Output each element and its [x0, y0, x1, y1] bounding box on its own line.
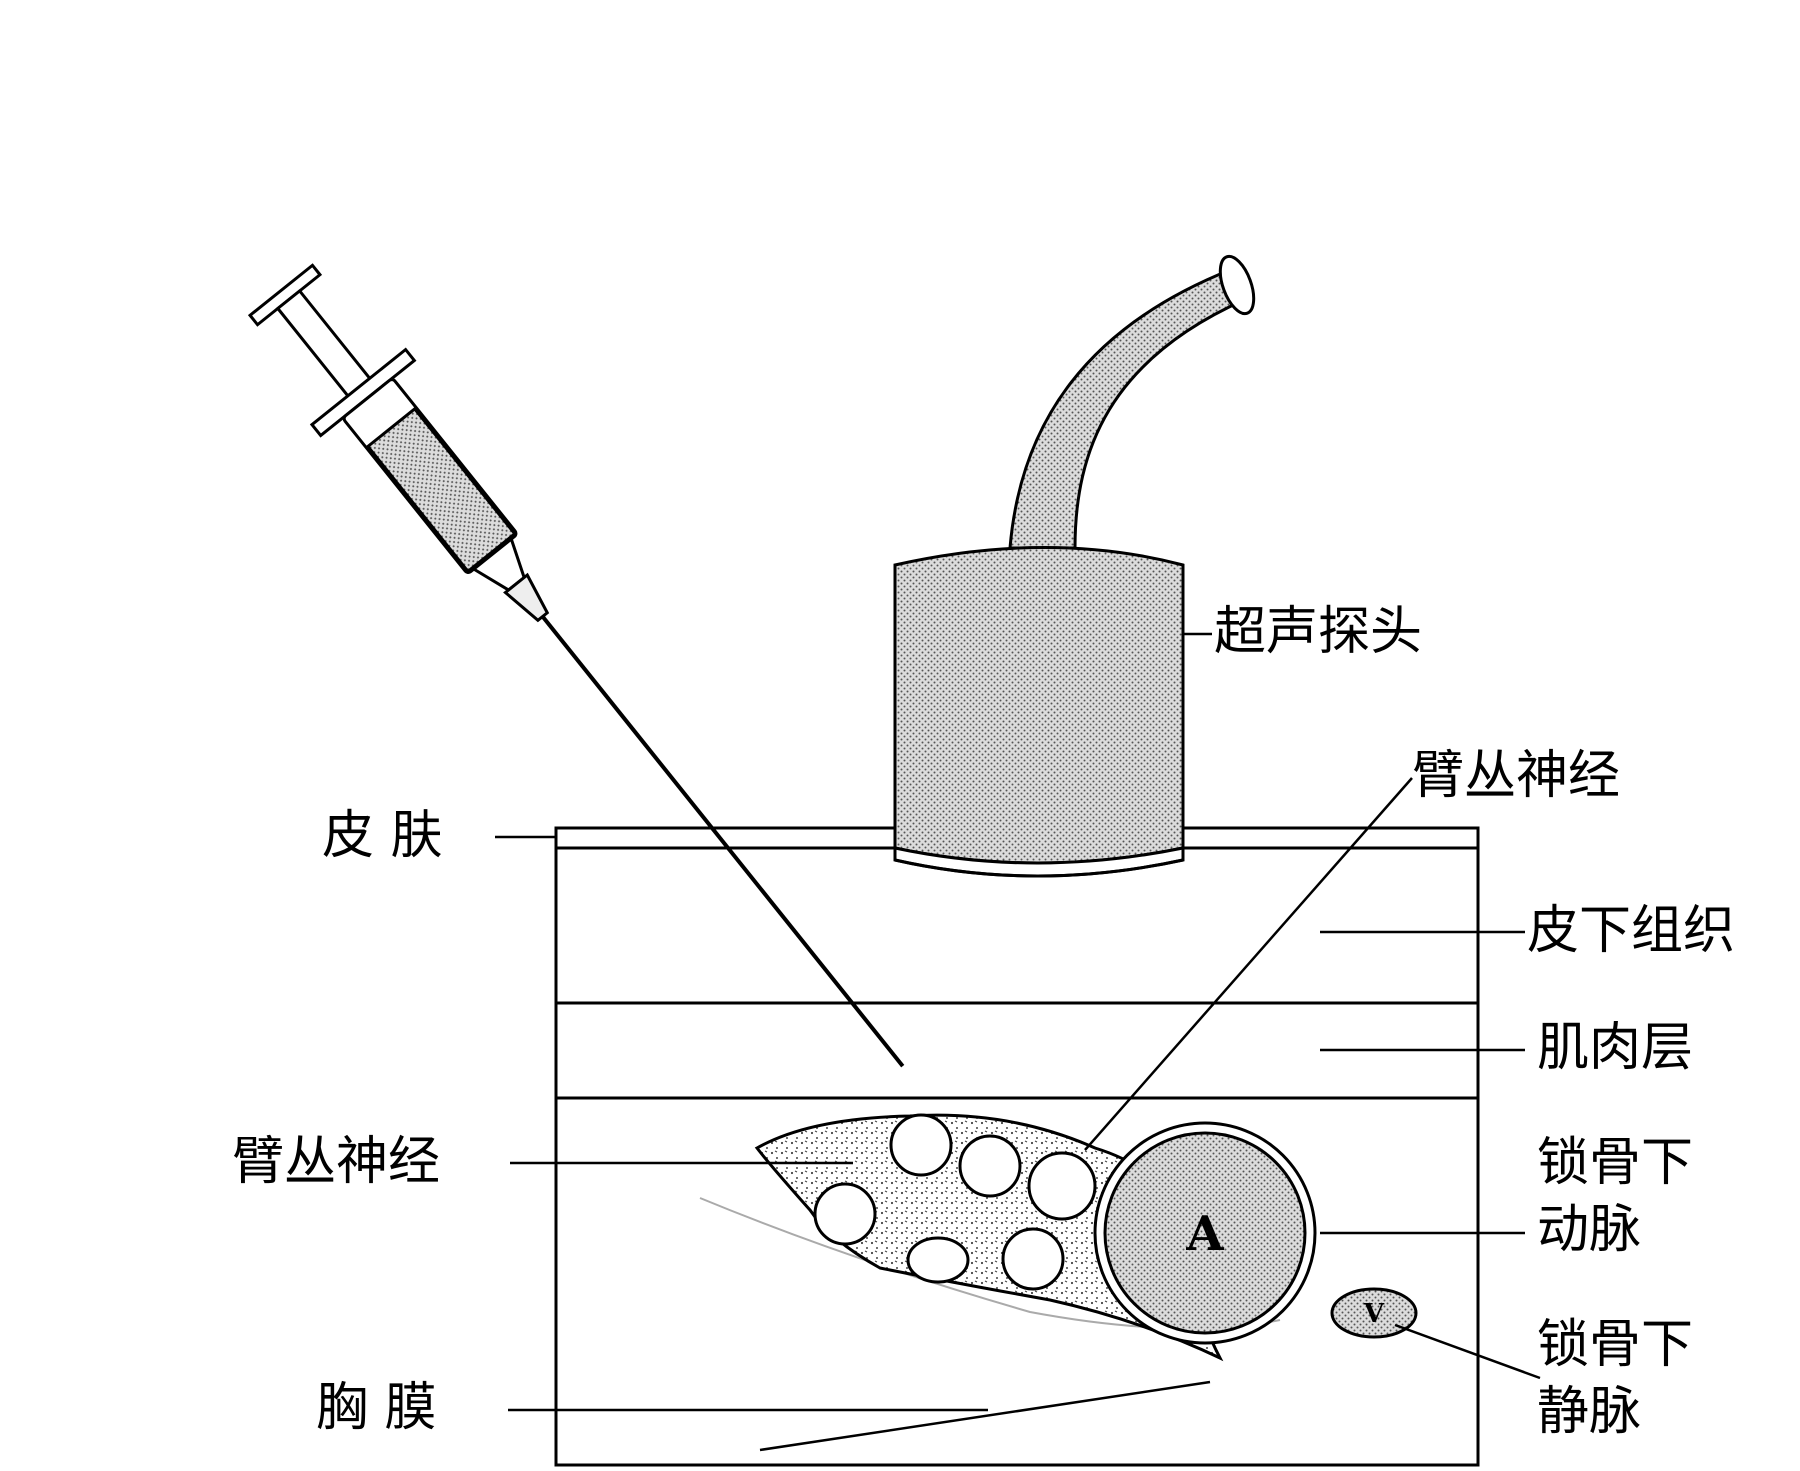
label-muscle-layer: 肌肉层 [1537, 1018, 1694, 1078]
artery-mark: A [1185, 1206, 1224, 1262]
leader-vein [1394, 1323, 1541, 1380]
syringe [247, 263, 905, 1068]
probe-cable [1008, 268, 1247, 550]
needle-hub [503, 572, 550, 623]
ultrasound-probe [893, 254, 1256, 878]
label-pleura: 胸 膜 [316, 1378, 437, 1438]
nerve-bundle-2 [958, 1134, 1022, 1198]
nerve-bundle-4 [813, 1182, 877, 1246]
nerve-bundle-6 [1001, 1227, 1065, 1291]
label-brachial-plexus-left: 臂丛神经 [232, 1132, 441, 1192]
vein-mark: V [1363, 1299, 1385, 1329]
label-subclavian-artery-line1: 锁骨下 [1537, 1133, 1694, 1193]
brachial-plexus-sheath [754, 1113, 1224, 1362]
nerve-bundle-1 [889, 1113, 953, 1177]
nerve-bundle-5 [906, 1236, 970, 1284]
subclavian-artery: A [1093, 1121, 1317, 1345]
probe-body [893, 546, 1185, 865]
label-subclavian-artery: 锁骨下 动脉 [1537, 1130, 1693, 1263]
artery-lumen [1103, 1131, 1307, 1335]
needle [541, 615, 905, 1068]
probe-cable-end [1218, 254, 1256, 316]
label-subclavian-vein-line2: 静脉 [1537, 1381, 1642, 1442]
label-brachial-plexus-top: 臂丛神经 [1412, 746, 1621, 806]
leader-lines [495, 632, 1541, 1452]
nerve-bundle-3 [1027, 1151, 1097, 1221]
label-subclavian-vein-line1: 锁骨下 [1537, 1315, 1694, 1375]
label-subcutaneous-tissue: 皮下组织 [1527, 901, 1736, 961]
label-subclavian-artery-line2: 动脉 [1537, 1199, 1642, 1260]
label-skin: 皮 肤 [322, 806, 443, 866]
pleura-line [759, 1380, 1211, 1452]
label-ultrasound-probe: 超声探头 [1214, 602, 1423, 662]
label-subclavian-vein: 锁骨下 静脉 [1537, 1312, 1693, 1445]
leader-plexus-top [1084, 777, 1413, 1151]
subclavian-vein: V [1330, 1287, 1418, 1339]
syringe-fluid [365, 406, 517, 574]
